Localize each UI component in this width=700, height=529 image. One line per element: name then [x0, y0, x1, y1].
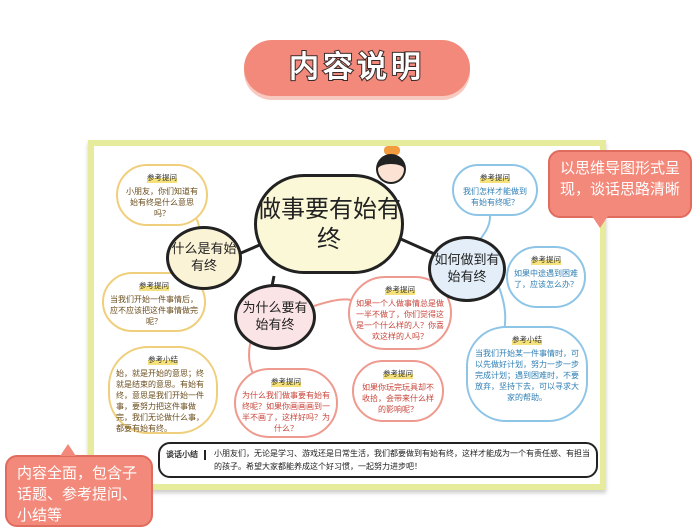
- talk-summary-box: 谈话小结 小朋友们，无论是学习、游戏还是日常生活，我们都要做到有始有终，这样才能…: [158, 442, 598, 478]
- cloud-tag: 参考小结: [148, 354, 178, 365]
- cloud-text: 小朋友，你们知道有始有终是什么意思吗？: [126, 187, 198, 218]
- cloud-text: 始，就是开始的意思；终就是结束的意思。有始有终，意思是我们开始一件事，要努力把这…: [116, 369, 204, 433]
- cloud-question-5: 参考提问如果你玩完玩具却不收拾，会带来什么样的影响呢？: [352, 360, 444, 422]
- cloud-question-7: 参考提问如果中途遇到困难了，应该怎么办？: [506, 246, 586, 308]
- cloud-tag: 参考提问: [385, 284, 415, 295]
- cloud-tag: 参考提问: [480, 172, 510, 183]
- mind-map-poster: 参考提问小朋友，你们知道有始有终是什么意思吗？ 参考提问当我们开始一件事情后，应…: [88, 140, 606, 490]
- main-topic: 做事要有始有终: [254, 174, 404, 274]
- cloud-tag: 参考提问: [139, 280, 169, 291]
- cloud-summary-1: 参考小结始，就是开始的意思；终就是结束的意思。有始有终，意思是我们开始一件事，要…: [108, 346, 218, 434]
- girl-bow-icon: [384, 146, 400, 155]
- title-pill: 内容说明: [244, 40, 470, 96]
- cloud-tag: 参考提问: [271, 376, 301, 387]
- cloud-text: 当我们开始一件事情后，应不应该把这件事情做完呢？: [110, 295, 198, 326]
- page-title: 内容说明: [288, 49, 425, 86]
- cloud-tag: 参考小结: [512, 334, 542, 345]
- cloud-text: 如果中途遇到困难了，应该怎么办？: [514, 269, 578, 289]
- poster-paper: 参考提问小朋友，你们知道有始有终是什么意思吗？ 参考提问当我们开始一件事情后，应…: [94, 146, 600, 484]
- cloud-text: 如果你玩完玩具却不收拾，会带来什么样的影响呢？: [362, 383, 434, 414]
- cloud-text: 为什么我们做事要有始有终呢？如果你画画画到一半不画了，这样好吗？为什么？: [242, 391, 330, 433]
- callout-text: 内容全面，包含子话题、参考提问、小结等: [17, 464, 138, 524]
- cloud-question-1: 参考提问小朋友，你们知道有始有终是什么意思吗？: [116, 164, 208, 226]
- callout-content: 内容全面，包含子话题、参考提问、小结等: [5, 455, 153, 527]
- cloud-text: 如果一个人做事情总是做一半不做了，你们觉得这是一个什么样的人？你喜欢这样的人吗？: [356, 299, 444, 341]
- branch-what: 什么是有始有终: [166, 226, 242, 290]
- cloud-tag: 参考提问: [531, 254, 561, 265]
- summary-label: 谈话小结: [166, 450, 206, 460]
- cloud-question-6: 参考提问我们怎样才能做到有始有终呢？: [452, 164, 538, 216]
- cloud-text: 当我们开始某一件事情时，可以先做好计划，努力一步一步完成计划；遇到困难时，不要放…: [475, 349, 579, 402]
- cloud-summary-2: 参考小结当我们开始某一件事情时，可以先做好计划，努力一步一步完成计划；遇到困难时…: [466, 326, 588, 422]
- cloud-question-4: 参考提问如果一个人做事情总是做一半不做了，你们觉得这是一个什么样的人？你喜欢这样…: [348, 276, 452, 350]
- callout-mindmap: 以思维导图形式呈现，谈话思路清晰: [548, 150, 692, 218]
- callout-tail: [60, 444, 76, 456]
- branch-why: 为什么要有始有终: [234, 284, 316, 350]
- branch-how: 如何做到有始有终: [428, 236, 506, 302]
- cloud-tag: 参考提问: [147, 172, 177, 183]
- callout-text: 以思维导图形式呈现，谈话思路清晰: [560, 159, 681, 198]
- callout-tail: [592, 216, 608, 228]
- cloud-tag: 参考提问: [383, 368, 413, 379]
- summary-text: 小朋友们，无论是学习、游戏还是日常生活，我们都要做到有始有终，这样才能成为一个有…: [214, 449, 590, 471]
- girl-illustration-icon: [376, 154, 406, 184]
- cloud-text: 我们怎样才能做到有始有终呢？: [463, 187, 527, 207]
- cloud-question-3: 参考提问为什么我们做事要有始有终呢？如果你画画画到一半不画了，这样好吗？为什么？: [234, 368, 338, 438]
